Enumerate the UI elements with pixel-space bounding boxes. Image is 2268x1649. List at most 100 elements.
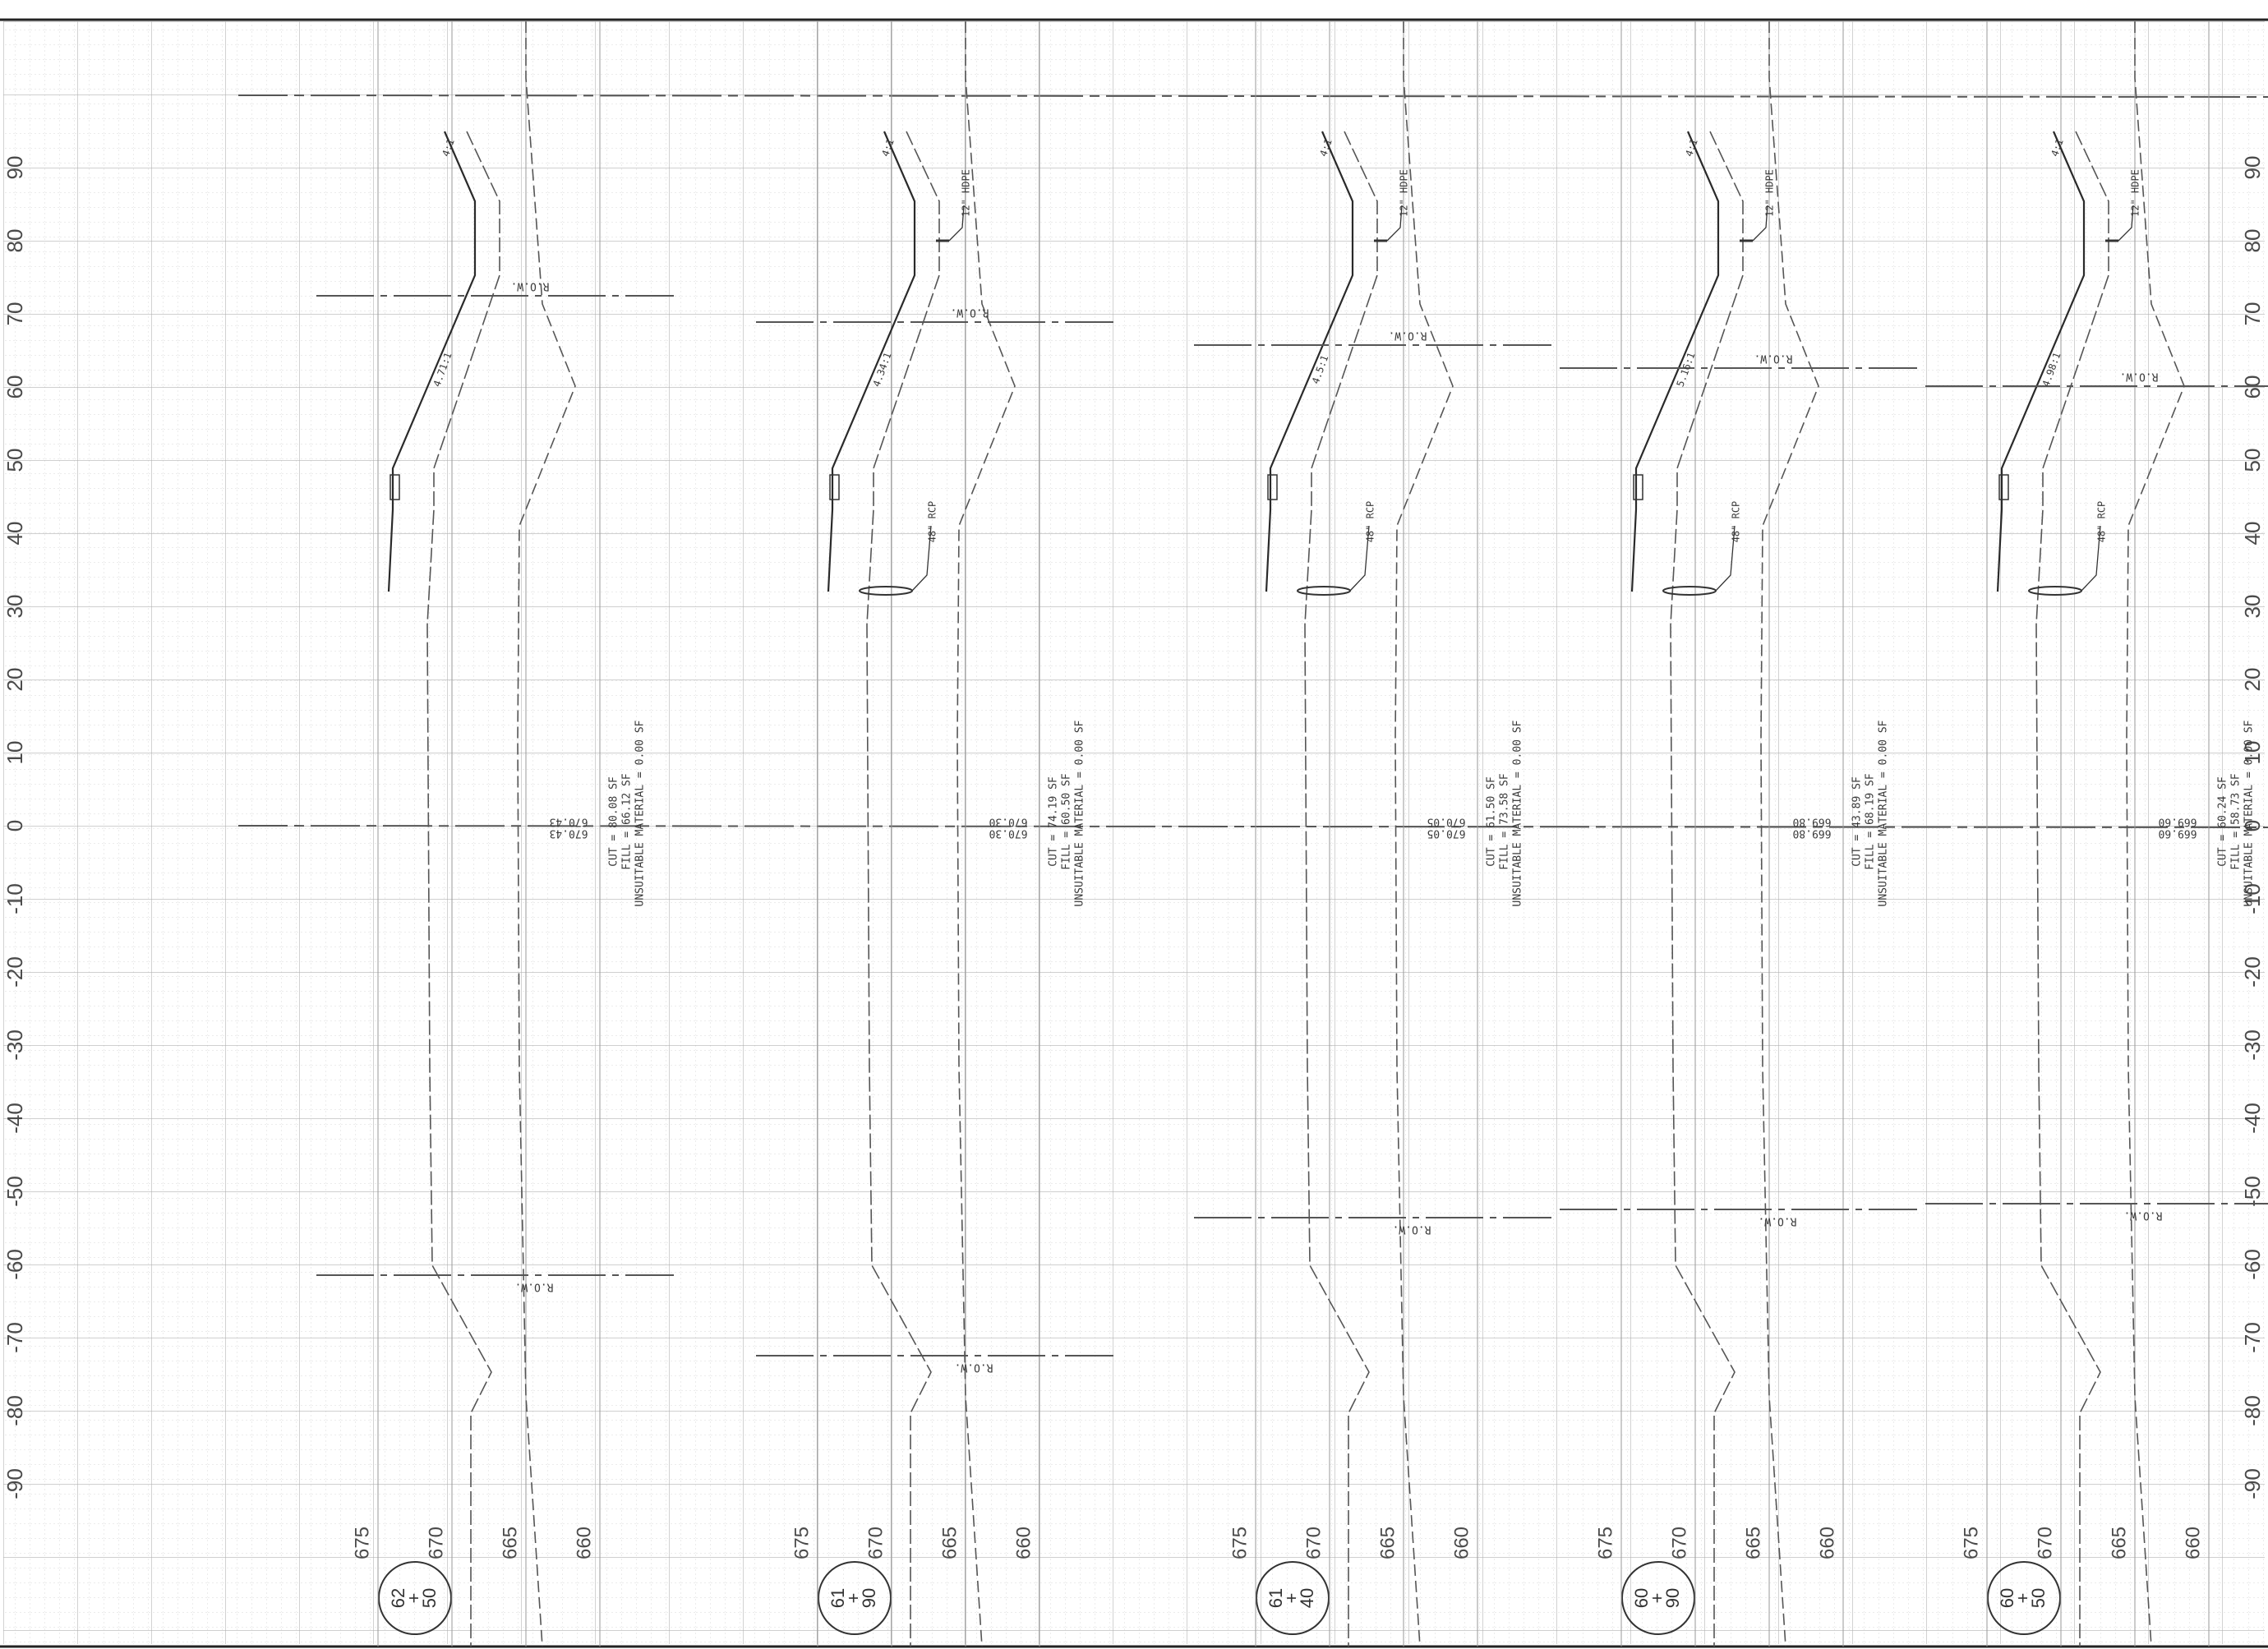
curb-symbol [829, 474, 840, 500]
offset-label-right: -10 [2240, 883, 2265, 914]
offset-label-left: 90 [2, 156, 27, 180]
offset-label-left: -70 [2, 1322, 27, 1353]
hdpe-pipe-label: 12" HDPE [2130, 169, 2141, 217]
fill-quantity: FILL = 58.73 SF [2230, 773, 2243, 870]
unsuitable-quantity: UNSUITABLE MATERIAL = 0.00 SF [2243, 720, 2256, 906]
existing-ground-line [1394, 21, 1454, 1647]
cut-quantity: CUT = 43.89 SF [1851, 776, 1864, 867]
fill-quantity: FILL = 66.12 SF [621, 773, 634, 870]
offset-label-right: 0 [2240, 820, 2265, 831]
centerline-elevation: 669.60 [2159, 816, 2197, 828]
unsuitable-quantity: UNSUITABLE MATERIAL = 0.00 SF [1878, 720, 1890, 906]
station-label: 90 [1662, 1588, 1683, 1608]
rcp-leader [1715, 525, 1736, 592]
station-label: 90 [859, 1588, 879, 1608]
offset-label-left: 40 [2, 522, 27, 546]
elevation-label: 675 [1228, 1527, 1251, 1559]
offset-label-left: 80 [2, 229, 27, 253]
elevation-label: 670 [2034, 1527, 2056, 1559]
slope-label-top: 4:1 [1683, 137, 1700, 158]
offset-label-right: -40 [2240, 1103, 2265, 1134]
slope-label-top: 4:1 [879, 137, 897, 158]
hdpe-leader [948, 205, 965, 242]
station-label: + [1281, 1593, 1302, 1604]
offset-label-right: 50 [2240, 449, 2265, 472]
elevation-label: 660 [1816, 1527, 1838, 1559]
elevation-label: 675 [791, 1527, 813, 1559]
hdpe-leader [2118, 205, 2134, 242]
offset-label-left: 30 [2, 595, 27, 619]
offset-label-left: 50 [2, 449, 27, 472]
unsuitable-quantity: UNSUITABLE MATERIAL = 0.00 SF [1074, 720, 1086, 906]
station-label: + [1647, 1593, 1667, 1604]
top-reference-line [237, 94, 2268, 98]
offset-label-right: -70 [2240, 1322, 2265, 1353]
hdpe-leader [1752, 205, 1768, 242]
hdpe-pipe-label: 12" HDPE [1764, 169, 1776, 217]
station-label: 50 [2028, 1588, 2049, 1608]
slope-label-top: 4:1 [440, 137, 457, 158]
elevation-label: 665 [499, 1527, 521, 1559]
offset-label-right: 30 [2240, 595, 2265, 619]
row-label-top: R.O.W. [511, 280, 550, 292]
elevation-label: 660 [2182, 1527, 2204, 1559]
row-label-bottom: R.O.W. [1759, 1215, 1797, 1228]
offset-label-left: 70 [2, 302, 27, 326]
offset-label-left: 0 [2, 820, 27, 831]
offset-label-left: -40 [2, 1103, 27, 1134]
station-circle [1621, 1561, 1695, 1635]
cut-slope-line [827, 131, 916, 592]
offset-label-left: 20 [2, 668, 27, 692]
curb-symbol [1267, 474, 1278, 500]
offset-label-right: -30 [2240, 1029, 2265, 1061]
hdpe-pipe-label: 12" HDPE [961, 169, 972, 217]
fill-quantity: FILL = 73.58 SF [1499, 773, 1511, 870]
elevation-label: 670 [1668, 1527, 1690, 1559]
row-label-bottom: R.O.W. [955, 1361, 993, 1374]
centerline-elevation: 669.60 [2159, 827, 2197, 840]
curb-symbol [390, 474, 400, 500]
offset-label-left: -60 [2, 1249, 27, 1280]
existing-ground-line [1760, 21, 1819, 1647]
station-label: 50 [419, 1588, 440, 1608]
major-grid [3, 21, 2265, 1644]
elevation-label: 660 [573, 1527, 595, 1559]
station-label: 60 [1997, 1588, 2017, 1608]
offset-label-right: 90 [2240, 156, 2265, 180]
centerline [237, 825, 2268, 828]
proposed-grade-line [1670, 131, 1744, 1647]
unsuitable-quantity: UNSUITABLE MATERIAL = 0.00 SF [1512, 720, 1524, 906]
hdpe-leader [1386, 205, 1403, 242]
cut-quantity: CUT = 60.24 SF [2217, 776, 2229, 867]
offset-label-left: 60 [2, 375, 27, 399]
centerline-elevation: 670.05 [1427, 816, 1466, 828]
rcp-pipe-label: 48" RCP [927, 501, 938, 543]
offset-label-left: -80 [2, 1395, 27, 1426]
row-label-bottom: R.O.W. [2124, 1209, 2163, 1222]
offset-label-right: 70 [2240, 302, 2265, 326]
offset-label-left: -50 [2, 1176, 27, 1207]
centerline-elevation: 670.30 [989, 827, 1028, 840]
elevation-label: 660 [1450, 1527, 1473, 1559]
existing-ground-line [957, 21, 1016, 1647]
elevation-label: 675 [1960, 1527, 1982, 1559]
offset-label-right: 80 [2240, 229, 2265, 253]
row-label-bottom: R.O.W. [1393, 1223, 1431, 1236]
cut-quantity: CUT = 74.19 SF [1048, 776, 1060, 867]
centerline-elevation: 669.80 [1793, 816, 1832, 828]
offset-label-left: -10 [2, 883, 27, 914]
station-label: 60 [1631, 1588, 1652, 1608]
elevation-label: 665 [2108, 1527, 2130, 1559]
offset-label-right: -80 [2240, 1395, 2265, 1426]
existing-ground-line [2126, 21, 2185, 1647]
rcp-leader [2081, 525, 2101, 592]
station-circle [818, 1561, 892, 1635]
row-label-top: R.O.W. [951, 306, 989, 319]
centerline-elevation: 670.43 [550, 827, 588, 840]
offset-axis-right: 9080706050403020100-10-20-30-40-50-60-70… [2240, 156, 2265, 1499]
